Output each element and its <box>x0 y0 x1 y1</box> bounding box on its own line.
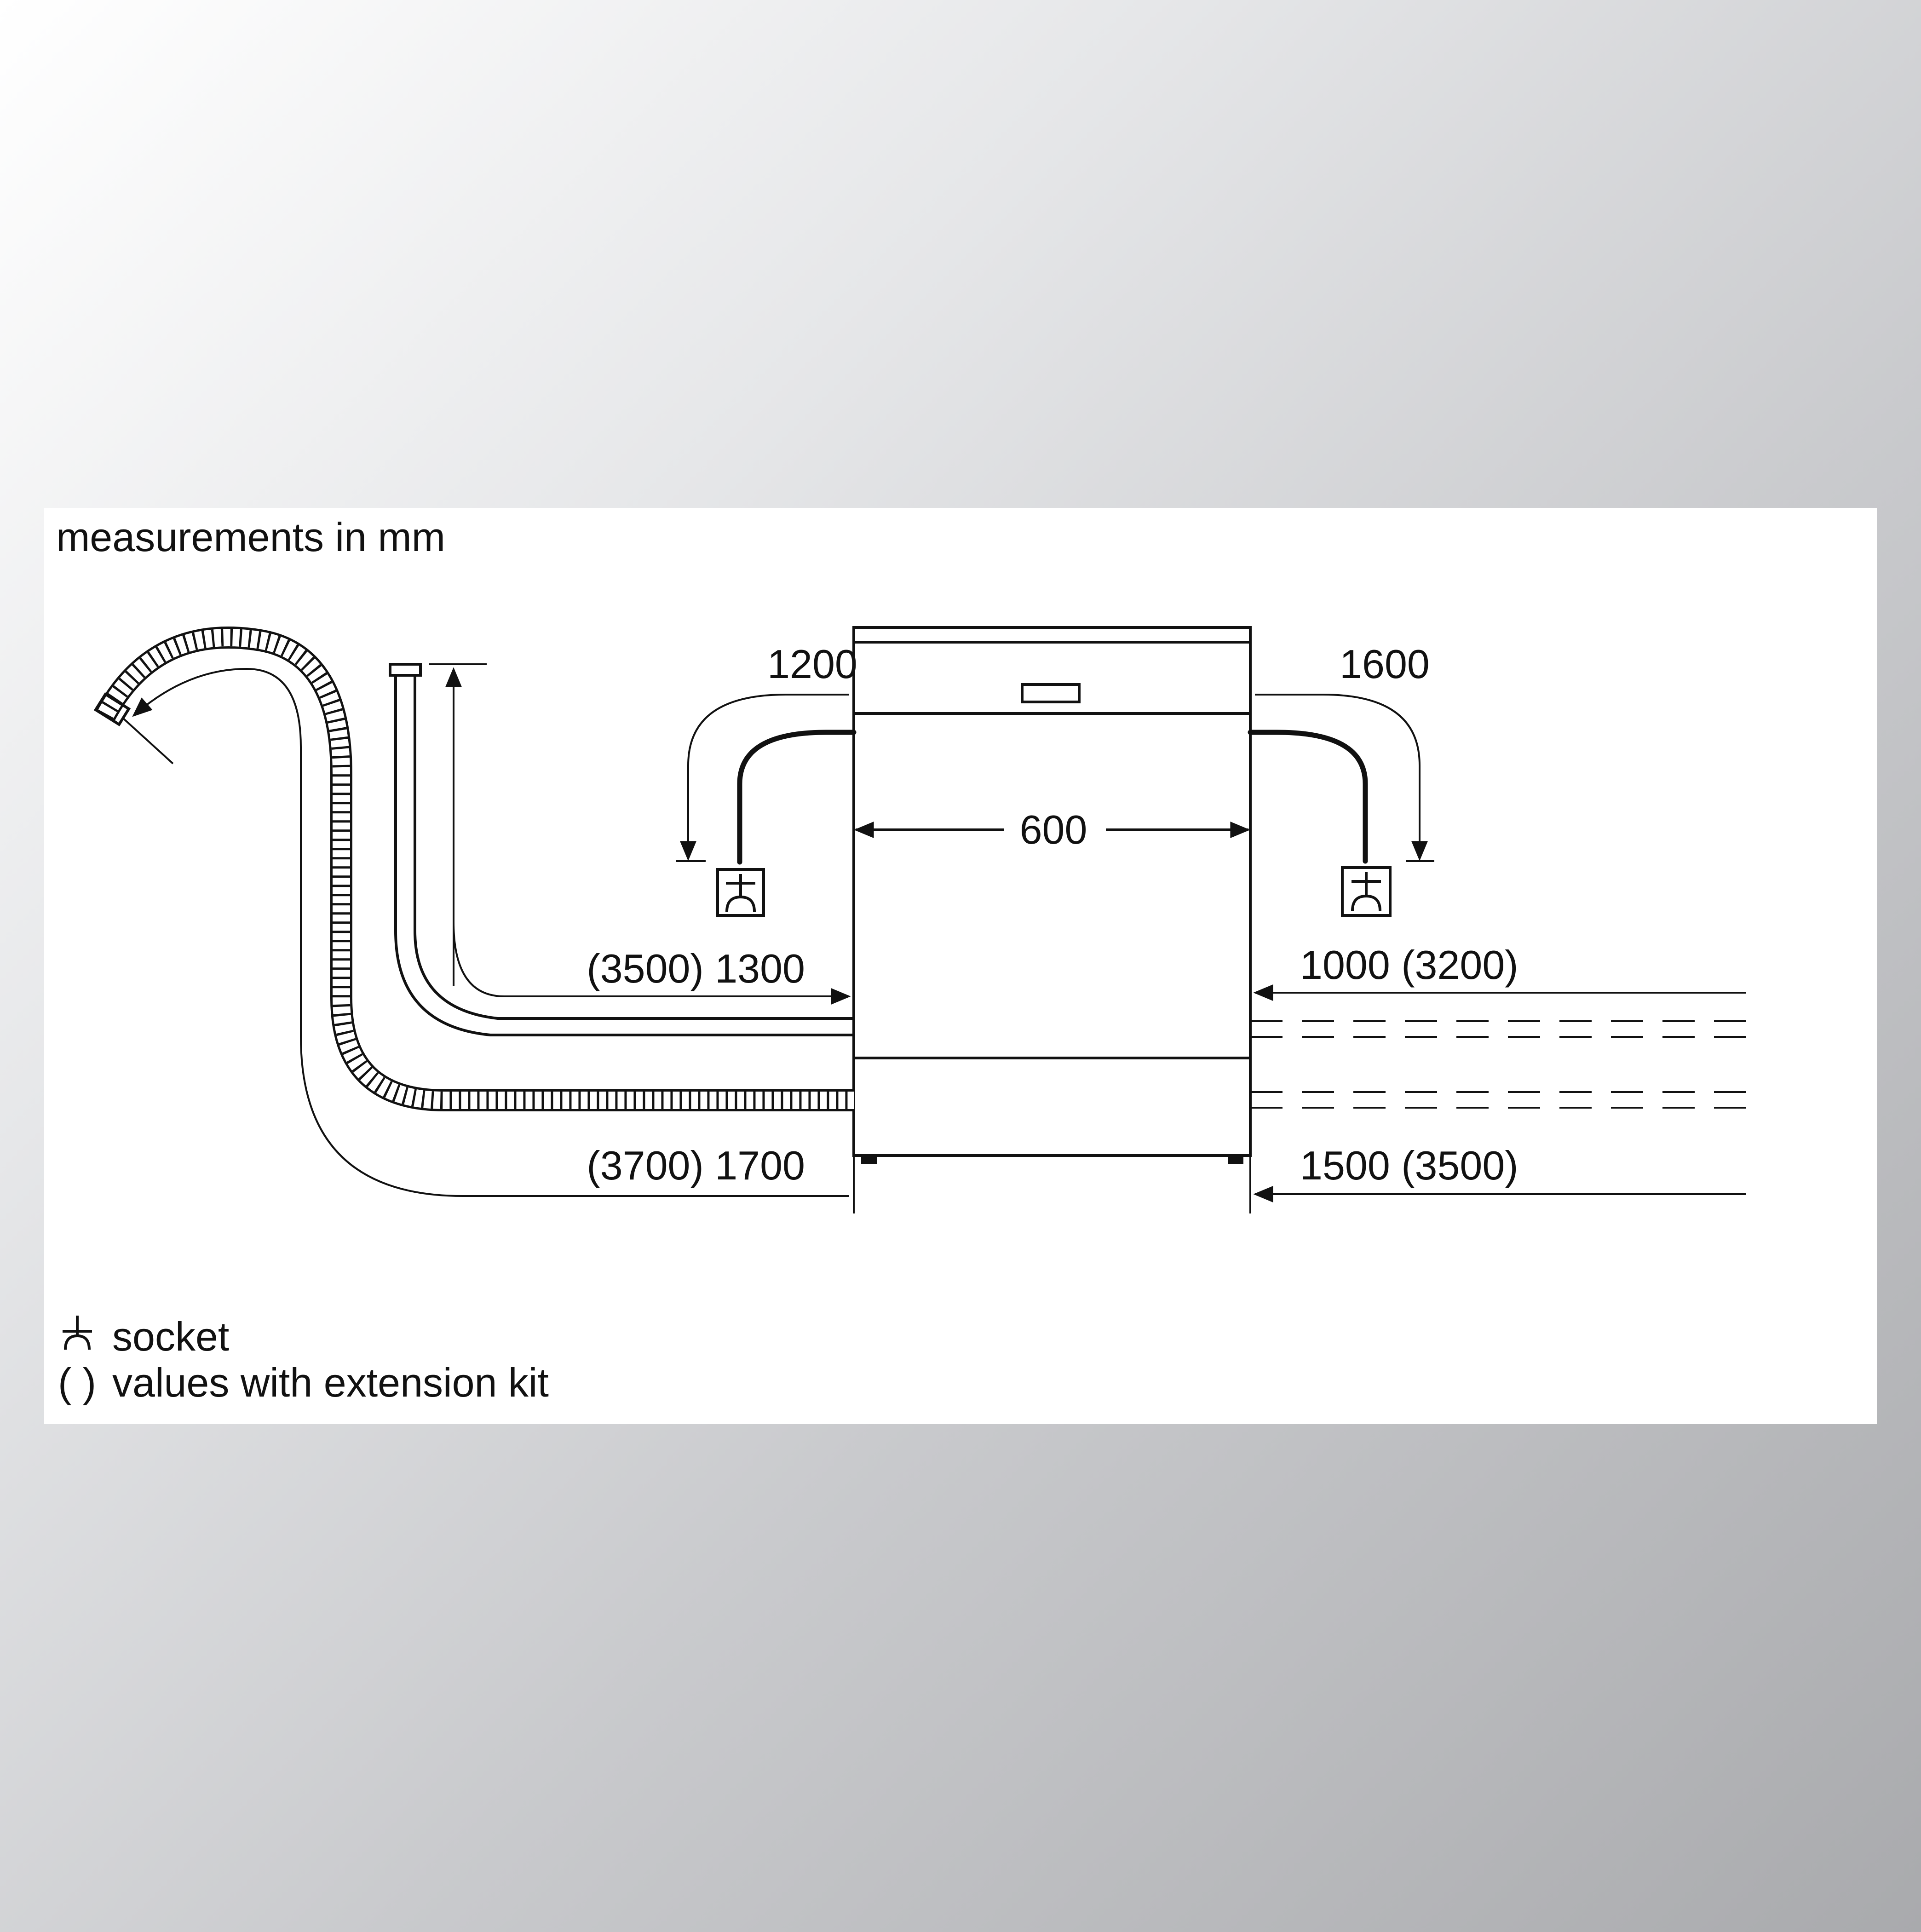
legend: socket ( ) values with extension kit <box>58 1314 549 1405</box>
foot-right <box>1228 1156 1243 1164</box>
left-lower-label: (3700) 1700 <box>587 1143 805 1188</box>
left-socket-box <box>716 868 765 917</box>
legend-extension-label: values with extension kit <box>112 1360 549 1405</box>
width-label: 600 <box>1020 807 1087 852</box>
installation-diagram: measurements in mm 600 1200 <box>56 514 1751 1405</box>
right-lower-label: 1500 (3500) <box>1300 1143 1518 1188</box>
socket-icon <box>1351 872 1381 911</box>
right-outlet-label: 1600 <box>1340 641 1430 687</box>
socket-icon <box>63 1316 92 1350</box>
left-upper-label: (3500) 1300 <box>587 946 805 991</box>
title-text: measurements in mm <box>56 514 445 560</box>
socket-icon <box>725 874 756 912</box>
legend-socket-label: socket <box>112 1314 229 1359</box>
control-display <box>1021 683 1081 703</box>
drain-hose: (3700) 1700 <box>93 627 854 1197</box>
inlet-hose: (3500) 1300 <box>389 663 854 1036</box>
legend-parentheses-symbol: ( ) <box>58 1360 96 1405</box>
inlet-hose-connector <box>389 663 422 677</box>
right-socket-box <box>1341 866 1392 917</box>
appliance-body <box>852 626 1252 1164</box>
drain-hose-nozzle <box>93 692 131 726</box>
right-outlet-arrow <box>1255 694 1428 861</box>
right-upper-label: 1000 (3200) <box>1300 942 1518 988</box>
width-dimension: 600 <box>854 807 1250 852</box>
right-power-cord: 1600 <box>1248 641 1434 917</box>
left-outlet-label: 1200 <box>767 641 857 687</box>
diagram-panel: measurements in mm 600 1200 <box>44 508 1877 1424</box>
appliance-outline <box>852 626 1252 1157</box>
left-outlet-arrow <box>680 694 849 861</box>
left-power-cord: 1200 <box>676 641 857 917</box>
foot-left <box>861 1156 877 1164</box>
right-hoses: 1000 (3200) 1500 (3500) <box>1250 942 1751 1202</box>
